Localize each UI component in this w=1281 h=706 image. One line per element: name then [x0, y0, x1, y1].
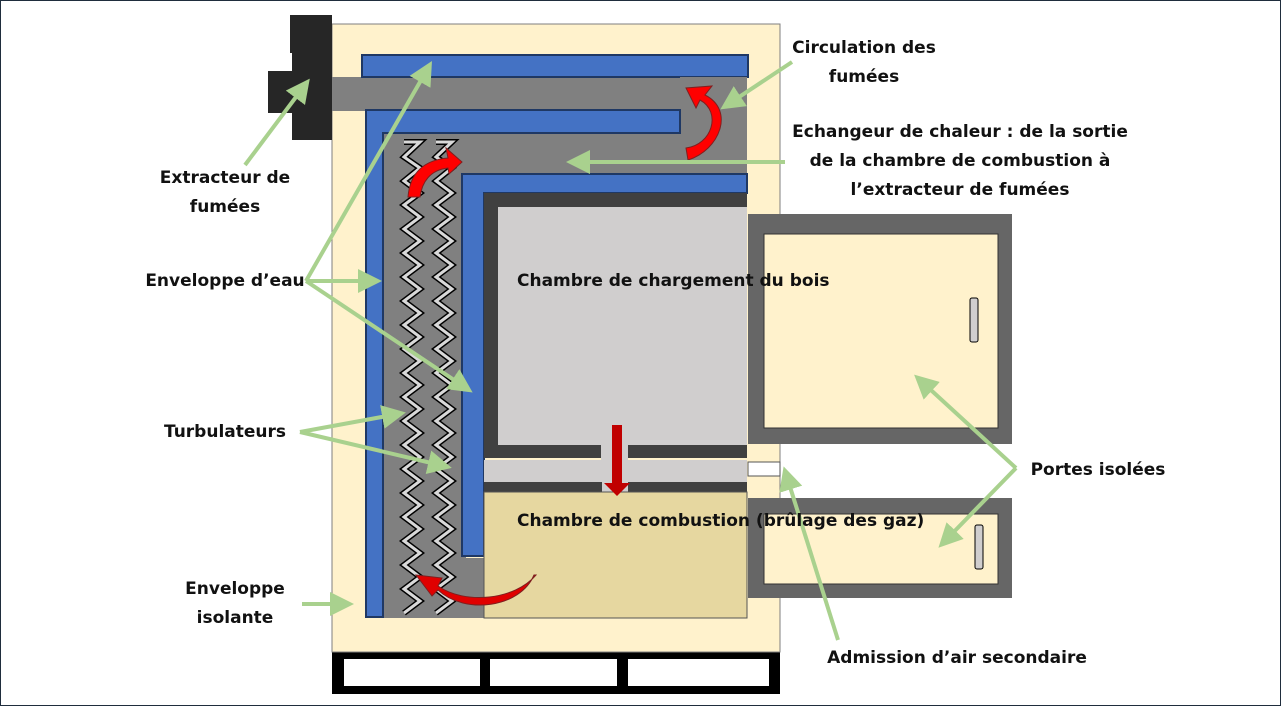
leader-extracteur: [243, 78, 310, 167]
door-handle: [974, 524, 984, 570]
leader-turb-1: [299, 405, 406, 434]
leader-porte-1: [914, 374, 1018, 470]
loading-chamber: [498, 207, 747, 445]
label-enveloppe-eau: Enveloppe d’eau: [145, 271, 305, 291]
label-echangeur: Echangeur de chaleur : de la sortie de l…: [792, 122, 1128, 200]
leader-arrows: [243, 60, 1018, 641]
secondary-air-inlet: [747, 461, 781, 477]
label-extracteur: Extracteur de fumées: [159, 168, 291, 217]
label-circulation: Circulation des fumées: [792, 38, 936, 87]
leader-circulation: [720, 60, 794, 110]
water-jacket-inner: [365, 109, 681, 618]
lower-door: [748, 498, 1012, 598]
label-admission: Admission d’air secondaire: [827, 648, 1087, 668]
door-handle: [969, 297, 979, 343]
turbulators: [399, 139, 460, 616]
leader-eau-top: [304, 61, 432, 282]
flow-arrow-turbulator-top: [407, 146, 463, 198]
upper-door: [748, 214, 1012, 444]
leader-admission: [779, 466, 840, 641]
leader-eau-low: [304, 279, 473, 393]
leader-porte-2: [938, 466, 1018, 548]
wood-flow-arrow: [604, 425, 630, 496]
label-chambre-chargement: Chambre de chargement du bois: [517, 271, 830, 291]
combustion-chamber: [483, 491, 748, 619]
label-turbulateurs: Turbulateurs: [163, 422, 287, 442]
leader-turb-2: [299, 430, 452, 475]
flue-duct-top: [332, 77, 747, 111]
label-chambre-combustion: Chambre de combustion (brûlage des gaz): [517, 511, 925, 531]
water-jacket-top: [361, 54, 749, 78]
flow-arrow-top-return: [685, 85, 722, 161]
label-enveloppe-isolante: Enveloppe isolante: [185, 579, 285, 628]
flow-arrow-combustion: [414, 574, 538, 606]
boiler-base: [332, 652, 780, 694]
label-portes: Portes isolées: [1030, 460, 1166, 480]
